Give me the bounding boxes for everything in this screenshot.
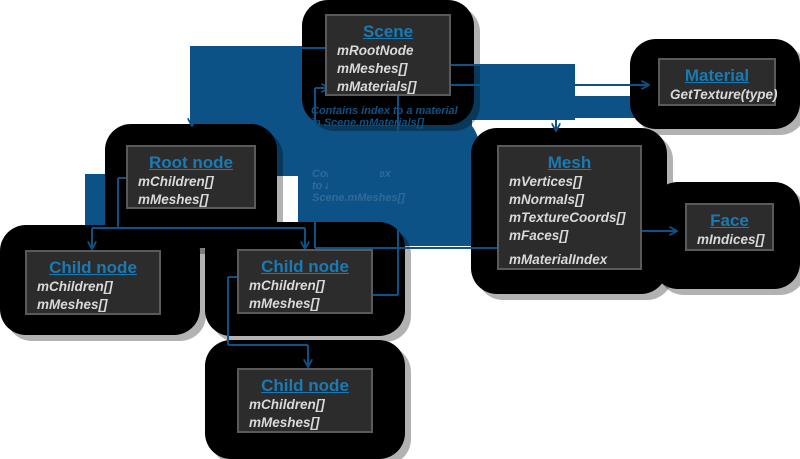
node-root-node-field-1: mMeshes[] bbox=[138, 192, 209, 207]
node-scene-title: Scene bbox=[362, 22, 414, 41]
node-child-node-1-field-0: mChildren[] bbox=[37, 279, 113, 294]
node-material-field-0: GetTexture(type) bbox=[670, 87, 778, 102]
node-scene-field-2: mMaterials[] bbox=[337, 79, 417, 94]
node-material[interactable]: Material GetTexture(type) bbox=[658, 58, 778, 106]
node-child-node-1-title: Child node bbox=[49, 258, 137, 277]
node-child-node-2-field-0: mChildren[] bbox=[249, 278, 325, 293]
node-child-node-2-title: Child node bbox=[261, 257, 349, 276]
node-material-title: Material bbox=[684, 66, 750, 85]
node-scene[interactable]: Scene mRootNode mMeshes[] mMaterials[] bbox=[325, 14, 451, 96]
node-face[interactable]: Face mIndices[] bbox=[685, 203, 774, 251]
node-mesh-field-1: mNormals[] bbox=[509, 192, 585, 207]
annotation-material-index: Contains index to a material in Scene.mM… bbox=[311, 105, 458, 129]
node-root-node-title: Root node bbox=[148, 153, 234, 172]
node-mesh-title: Mesh bbox=[547, 153, 592, 172]
node-scene-field-1: mMeshes[] bbox=[337, 61, 408, 76]
annotation-mesh-index-line3: Scene.mMeshes[] bbox=[312, 192, 405, 204]
node-child-node-2-field-1: mMeshes[] bbox=[249, 296, 320, 311]
node-child-node-2[interactable]: Child node mChildren[] mMeshes[] bbox=[237, 249, 373, 314]
node-face-field-0: mIndices[] bbox=[697, 232, 765, 247]
node-child-node-3-field-0: mChildren[] bbox=[249, 397, 325, 412]
node-mesh-field-2: mTextureCoords[] bbox=[509, 210, 626, 225]
node-child-node-3-title: Child node bbox=[261, 376, 349, 395]
annotation-occluder bbox=[328, 166, 380, 190]
node-root-node-field-0: mChildren[] bbox=[138, 174, 214, 189]
node-child-node-1-field-1: mMeshes[] bbox=[37, 297, 108, 312]
node-root-node[interactable]: Root node mChildren[] mMeshes[] bbox=[126, 145, 256, 209]
node-mesh-field-4: mMaterialIndex bbox=[509, 252, 608, 267]
node-child-node-3-field-1: mMeshes[] bbox=[249, 415, 320, 430]
node-scene-field-0: mRootNode bbox=[337, 43, 414, 58]
annotation-material-index-line2: in Scene.mMaterials[] bbox=[311, 117, 425, 129]
node-child-node-1[interactable]: Child node mChildren[] mMeshes[] bbox=[25, 250, 161, 315]
node-child-node-3[interactable]: Child node mChildren[] mMeshes[] bbox=[237, 368, 373, 433]
node-mesh[interactable]: Mesh mVertices[] mNormals[] mTextureCoor… bbox=[497, 145, 642, 270]
node-face-title: Face bbox=[710, 211, 749, 230]
annotation-material-index-line1: Contains index to a material bbox=[311, 105, 458, 117]
node-mesh-field-0: mVertices[] bbox=[509, 174, 583, 189]
node-mesh-field-3: mFaces[] bbox=[509, 228, 569, 243]
